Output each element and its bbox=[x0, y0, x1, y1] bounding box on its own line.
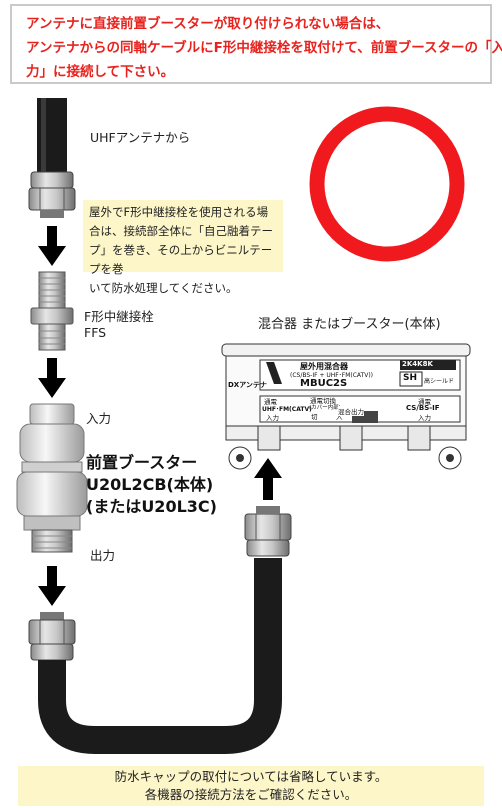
antenna-cable bbox=[37, 98, 67, 174]
warning-line-3: 力」に接続して下さい。 bbox=[26, 64, 175, 80]
warning-line-2: アンテナからの同軸ケーブルにF形中継接栓を取付けて、前置ブースターの「入 bbox=[26, 40, 502, 56]
down-arrow-icon bbox=[38, 566, 66, 606]
mixer-device-title: 屋外用混合器 bbox=[300, 362, 348, 371]
pass-left: 通電 bbox=[264, 398, 277, 406]
bottom-right-f-connector bbox=[244, 506, 292, 557]
switch-off-label: 切 bbox=[311, 413, 318, 421]
badge-4k8k: 2K4K8K bbox=[402, 360, 433, 368]
mixer-title: 混合器 またはブースター(本体) bbox=[258, 317, 441, 332]
badge-shield: 高シールド bbox=[424, 378, 455, 385]
warning-line-1: アンテナに直接前置ブースターが取り付けられない場合は、 bbox=[26, 16, 390, 32]
mixer-device bbox=[221, 343, 471, 470]
red-ring-icon bbox=[309, 106, 465, 262]
down-arrow-icon bbox=[38, 226, 66, 266]
bottom-left-f-connector bbox=[28, 612, 76, 661]
switch-on-label: 入 bbox=[336, 413, 343, 421]
note-line-3: プ」を巻き、その上からビニルテープを巻 bbox=[89, 243, 273, 276]
port-left-label-1: UHF･FM(CATV) bbox=[262, 406, 312, 413]
coax-cable bbox=[38, 558, 282, 754]
switch-label-1: 通電切換 bbox=[310, 397, 336, 405]
booster-label-line-1: 前置ブースター bbox=[86, 453, 198, 472]
mixer-device-model: MBUC2S bbox=[300, 378, 348, 389]
port-right-label-1: CS/BS-IF bbox=[406, 404, 440, 412]
port-right-label-2: 入力 bbox=[418, 414, 431, 422]
booster-body bbox=[16, 403, 88, 553]
booster-label-line-3: (またはU20L3C) bbox=[86, 497, 217, 516]
mixer-device-subtitle: (CS/BS-IF + UHF･FM(CATV)) bbox=[290, 372, 374, 379]
ffs-connector bbox=[30, 271, 74, 351]
outdoor-waterproof-note: 屋外でF形中継接栓を使用される場 合は、接続部全体に「自己融着テー プ」を巻き、… bbox=[83, 200, 283, 295]
output-label: 出力 bbox=[90, 548, 116, 563]
footer-line-2: 各機器の接続方法をご確認ください。 bbox=[144, 787, 358, 802]
output-port-label: 混合出力 bbox=[338, 406, 364, 416]
port-left-label-2: 入力 bbox=[266, 414, 279, 422]
note-line-2: 合は、接続部全体に「自己融着テー bbox=[89, 224, 273, 238]
note-line-4: いて防水処理してください。 bbox=[89, 281, 238, 295]
switch-label-2: (カバー内部) bbox=[309, 405, 341, 411]
uhf-antenna-label: UHFアンテナから bbox=[90, 130, 191, 145]
badge-sh: SH bbox=[403, 373, 418, 383]
input-label: 入力 bbox=[86, 411, 112, 426]
booster-label-line-2: U20L2CB(本体) bbox=[86, 475, 214, 494]
footer-line-1: 防水キャップの取付については省略しています。 bbox=[114, 769, 388, 784]
footer-note: 防水キャップの取付については省略しています。 各機器の接続方法をご確認ください。 bbox=[18, 766, 484, 806]
up-arrow-icon bbox=[254, 458, 282, 500]
note-line-1: 屋外でF形中継接栓を使用される場 bbox=[89, 205, 269, 219]
top-f-connector bbox=[28, 171, 76, 218]
pass-right: 通電 bbox=[418, 398, 431, 406]
mixer-device-brand: DXアンテナ bbox=[228, 381, 267, 389]
ffs-label-line-2: FFS bbox=[84, 325, 107, 340]
ffs-label-line-1: F形中継接栓 bbox=[84, 309, 154, 324]
down-arrow-icon bbox=[38, 358, 66, 398]
warning-header: アンテナに直接前置ブースターが取り付けられない場合は、 アンテナからの同軸ケーブ… bbox=[10, 4, 502, 84]
